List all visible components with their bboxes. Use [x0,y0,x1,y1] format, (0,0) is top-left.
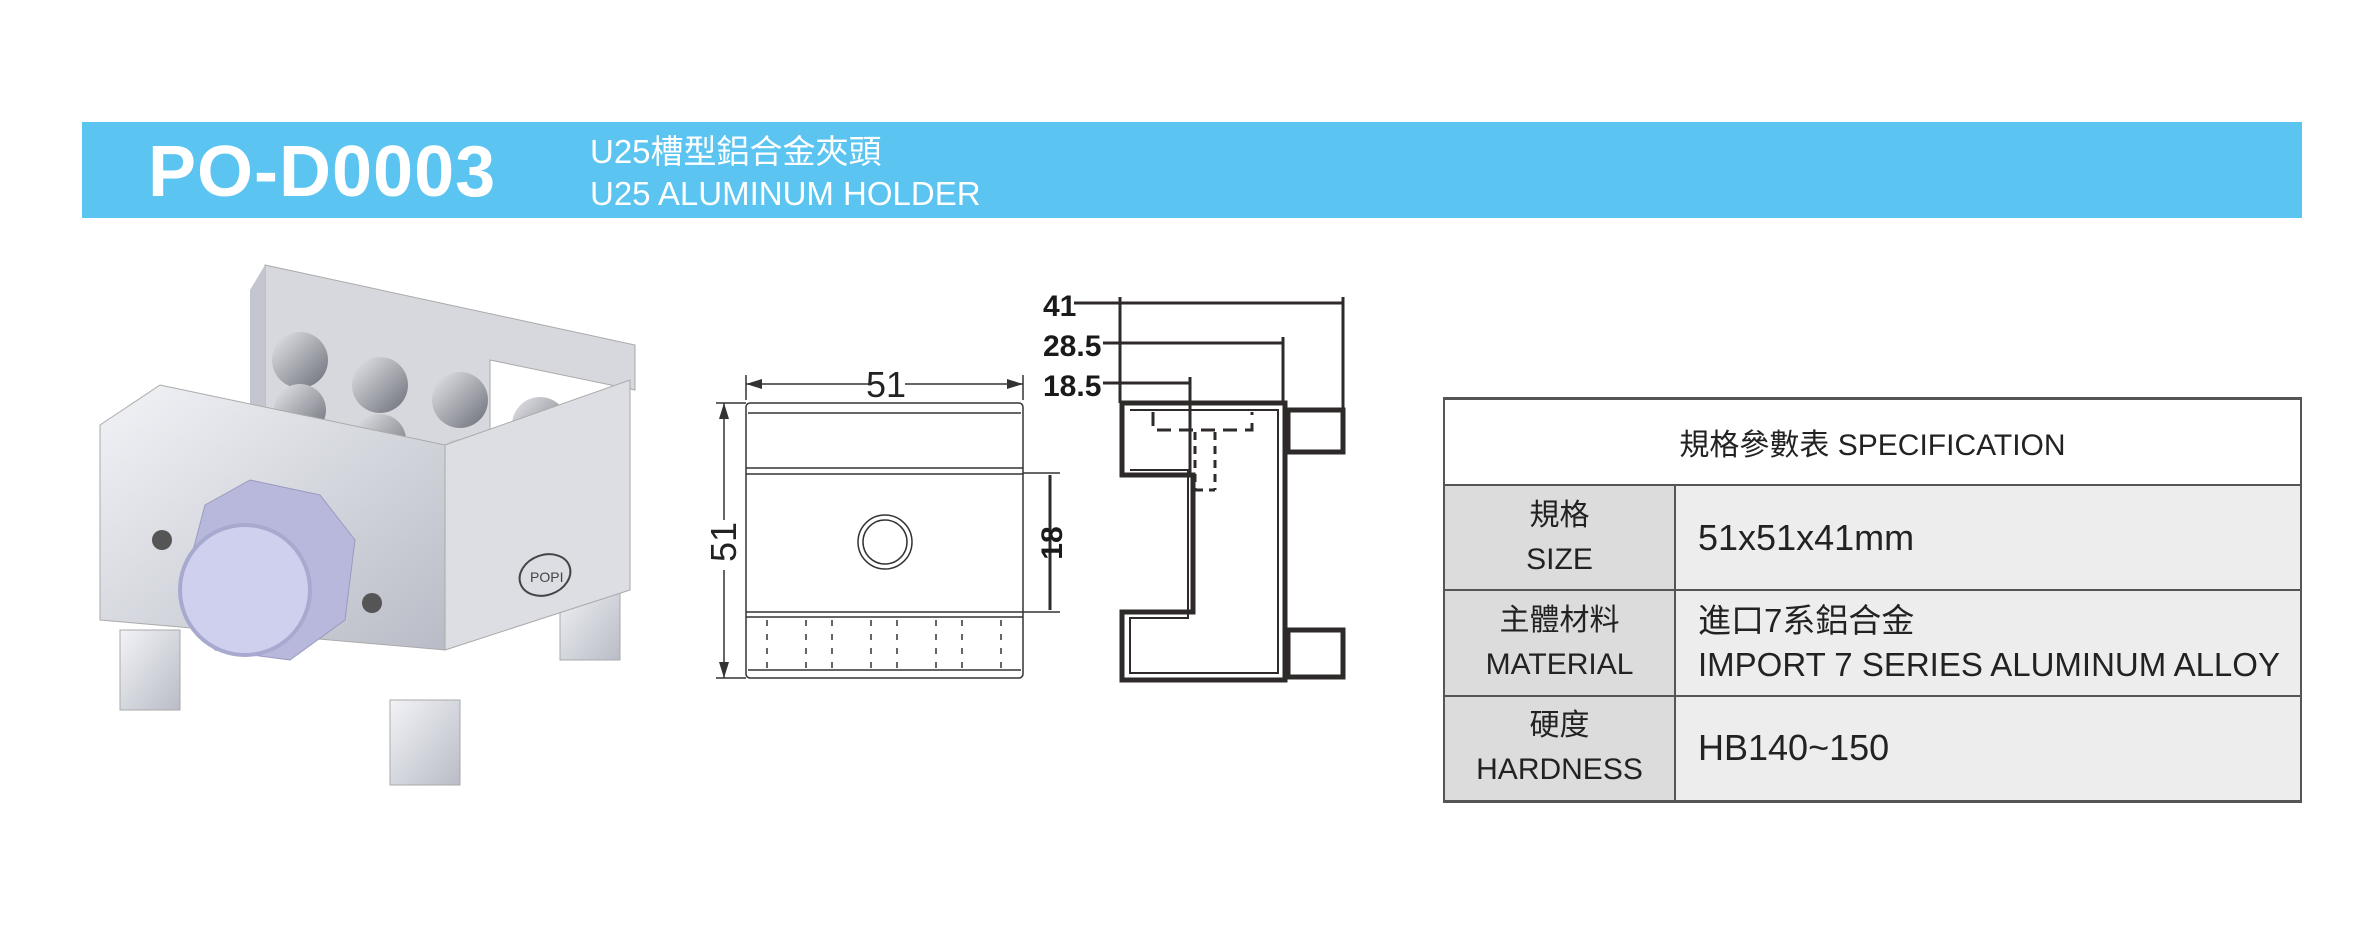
product-title-en: U25 ALUMINUM HOLDER [590,175,981,212]
product-code: PO-D0003 [148,132,497,212]
product-photo: POPI [99,264,636,786]
table-row: 硬度 HARDNESS HB140~150 [1443,694,2302,803]
material-label-zh: 主體材料 [1499,603,1620,637]
front-width-label: 51 [866,364,906,405]
table-row: 規格 SIZE 51x51x41mm [1443,483,2302,592]
front-view-drawing [716,375,1060,679]
front-height-label: 51 [703,522,744,562]
size-label-zh: 規格 [1529,498,1590,532]
material-label-en: MATERIAL [1485,647,1634,681]
table-row: 主體材料 MATERIAL 進口7系鋁合金 IMPORT 7 SERIES ALUM… [1443,589,2302,697]
header-band [82,122,2302,218]
hardness-label-en: HARDNESS [1476,753,1643,787]
hardness-label-zh: 硬度 [1529,709,1590,743]
spec-table: 規格參數表 SPECIFICATION 規格 SIZE 51x51x41mm 主體… [1443,397,2302,803]
spec-title: 規格參數表 SPECIFICATION [1443,397,2302,486]
product-title-zh: U25槽型鋁合金夾頭 [590,133,882,170]
side-dim-18: 18.5 [1043,370,1101,403]
size-value: 51x51x41mm [1698,516,1915,558]
side-dim-41: 41 [1043,290,1076,323]
slot-dim: 18 [1036,526,1069,559]
hardness-value: HB140~150 [1698,727,1890,769]
size-label-en: SIZE [1526,542,1593,576]
material-value-zh: 進口7系鋁合金 [1698,601,1915,639]
side-view-drawing [1048,297,1346,683]
logo: POPI [530,569,563,585]
side-dim-28: 28.5 [1043,330,1101,363]
material-value-en: IMPORT 7 SERIES ALUMINUM ALLOY [1698,645,2280,683]
